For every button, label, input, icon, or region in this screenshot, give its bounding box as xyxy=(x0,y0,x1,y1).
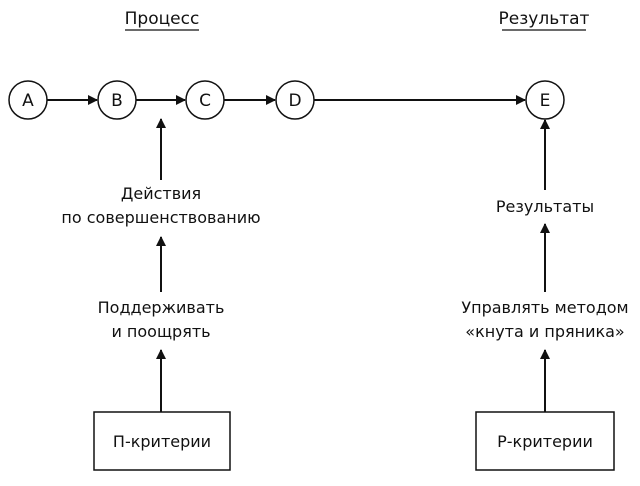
results-label: Результаты xyxy=(496,197,594,216)
node-c-label: C xyxy=(199,91,211,111)
r-criteria-label: Р-критерии xyxy=(497,432,593,451)
improvement-actions-label-line2: по совершенствованию xyxy=(61,208,260,227)
heading-result: Результат xyxy=(499,9,590,29)
p-criteria-box xyxy=(93,411,231,471)
manage-method-label-line2: «кнута и пряника» xyxy=(465,322,624,341)
node-b-label: B xyxy=(111,91,123,111)
p-criteria-label: П-критерии xyxy=(113,432,211,451)
node-e-label: E xyxy=(540,91,551,111)
heading-process: Процесс xyxy=(125,9,200,29)
node-d-label: D xyxy=(288,91,301,111)
improvement-actions-label-line1: Действия xyxy=(121,184,201,203)
node-a-label: A xyxy=(22,91,34,111)
manage-method-label-line1: Управлять методом xyxy=(461,298,628,317)
support-encourage-label-line2: и поощрять xyxy=(111,322,210,341)
support-encourage-label-line1: Поддерживать xyxy=(98,298,225,317)
r-criteria-box xyxy=(475,411,615,471)
